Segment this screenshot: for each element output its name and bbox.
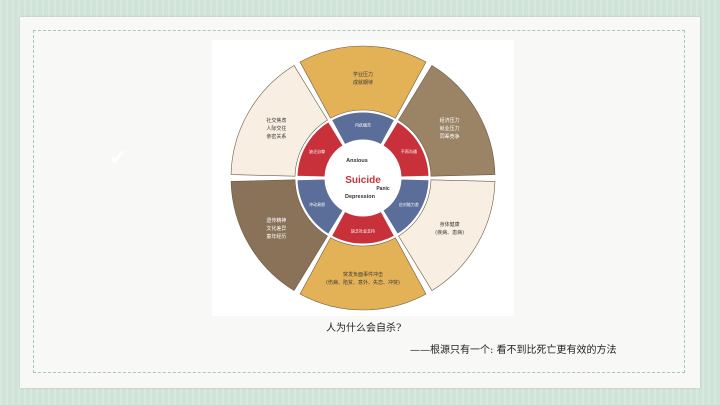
outer-segment-label: 经济压力	[440, 117, 460, 124]
outer-segment	[299, 45, 427, 119]
inner-segment-label: 缺乏社会支持	[351, 228, 375, 234]
emotion-anxious: Anxious	[346, 158, 368, 164]
caption-question: 人为什么会自杀?	[326, 323, 402, 334]
outer-segment-label: 人际交往	[266, 125, 286, 132]
outer-segment	[230, 179, 328, 291]
outer-segment-label: 同辈竞争	[440, 133, 460, 140]
outer-segment-label: (疾病、患病)	[435, 229, 464, 236]
caption-answer: ——根源只有一个: 看不到比死亡更有效的方法	[410, 345, 617, 356]
inner-segment-label: 不再沟通	[401, 148, 417, 154]
outer-segment	[398, 65, 496, 177]
inner-segment	[382, 178, 430, 235]
inner-segment	[382, 121, 430, 178]
checkmark-icon: ✔	[108, 146, 128, 171]
dashed-frame	[33, 30, 685, 373]
inner-segment-label: 缺乏自尊	[309, 148, 325, 154]
outer-segment	[398, 179, 496, 291]
inner-segment	[330, 210, 396, 245]
suicide-factor-wheel: 学业压力成就期待经济压力就业压力同辈竞争身体健康(疾病、患病) 突发负面事件冲击(…	[212, 40, 514, 316]
center-title: Suicide	[345, 175, 381, 186]
wheel-center	[326, 141, 400, 215]
outer-segment-label: 社交焦虑	[266, 117, 286, 124]
outer-segment-label: 童年经历	[266, 233, 286, 240]
outer-segment-label: 突发负面事件冲击	[343, 271, 383, 278]
inner-segment	[330, 111, 396, 146]
outer-segment-label: 就业压力	[440, 125, 460, 132]
outer-segment-label: (伤病、陷贫、意外、失恋、冲突)	[326, 279, 400, 286]
outer-segment	[299, 237, 427, 311]
inner-segment-label: 应对能力差	[399, 201, 419, 207]
inner-segment-label: 冲动易怒	[309, 201, 325, 207]
outer-segment	[230, 65, 328, 177]
inner-segment	[296, 178, 344, 235]
emotion-depression: Depression	[345, 194, 376, 200]
emotion-panic: Panic	[376, 186, 390, 192]
outer-segment-label: 遗传精神	[266, 217, 286, 224]
inner-segment	[296, 121, 344, 178]
outer-segment-label: 成就期待	[353, 79, 373, 86]
outer-segment-label: 亲密关系	[266, 133, 286, 140]
inner-segment-label: 内疚痛苦	[355, 122, 371, 128]
outer-segment-label: 身体健康	[440, 221, 460, 228]
outer-segment-label: 学业压力	[353, 71, 373, 78]
outer-segment-label: 文化差异	[266, 225, 286, 232]
